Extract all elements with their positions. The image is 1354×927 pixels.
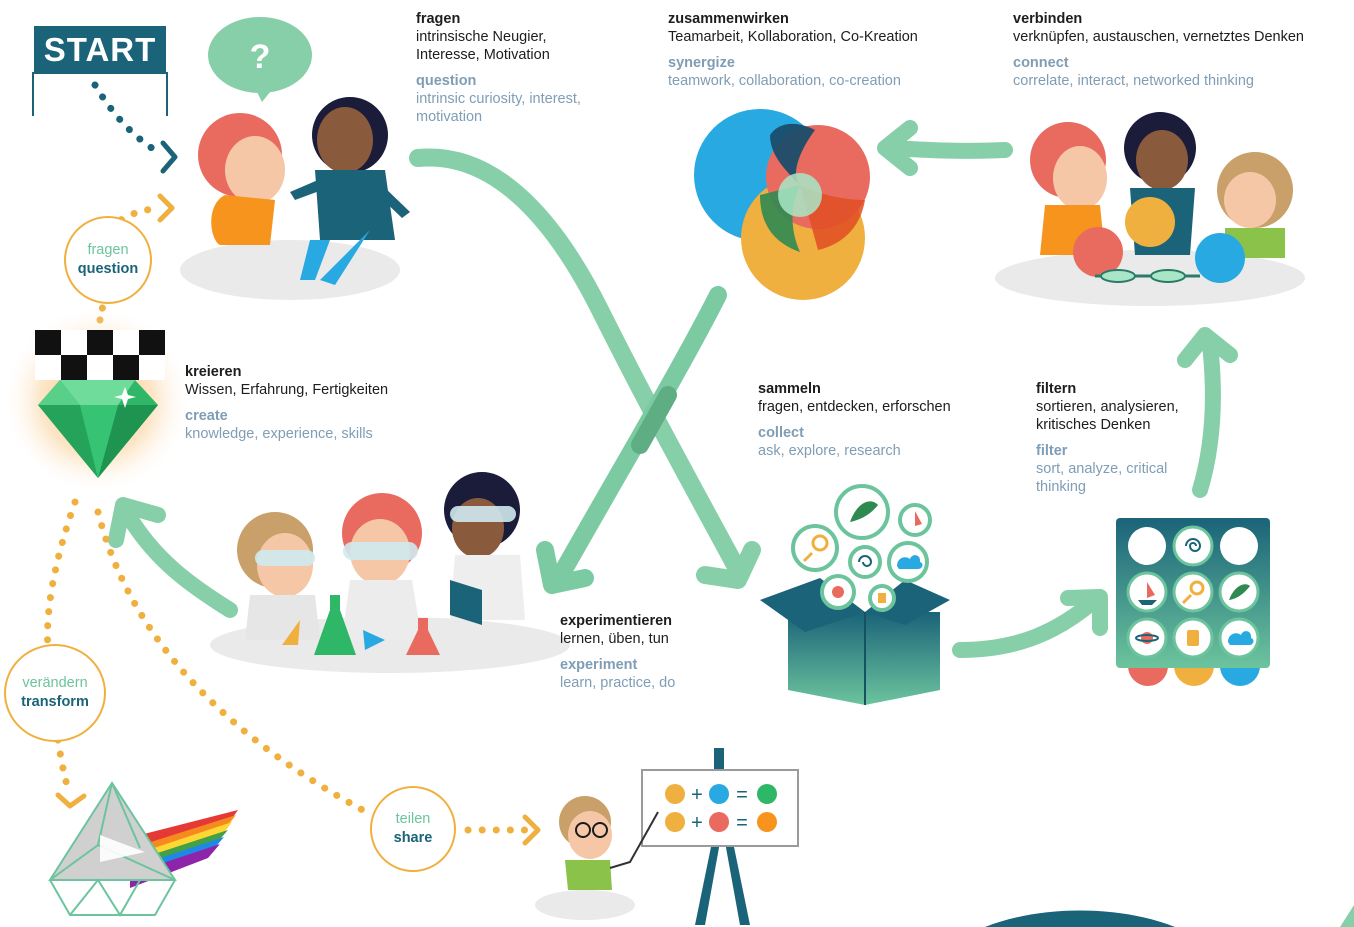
stage-filter-text: filtern sortieren, analysieren, kritisch… bbox=[1036, 380, 1196, 496]
stage-filter-de-title: filtern bbox=[1036, 381, 1077, 397]
gem-icon bbox=[38, 380, 158, 478]
stage-question-en-title: question bbox=[416, 73, 477, 89]
start-flag-frame bbox=[32, 72, 168, 116]
badge-share-de: teilen bbox=[395, 811, 431, 827]
arrow-filter-to-connect bbox=[1192, 337, 1221, 498]
board-plus-1: + bbox=[691, 784, 703, 806]
stage-collect-de-title: sammeln bbox=[758, 381, 821, 397]
checkered-flag-icon bbox=[35, 330, 165, 380]
dotted-gem-to-transform bbox=[44, 498, 79, 654]
arrow-x-crossing bbox=[631, 386, 677, 454]
stage-connect-de-title: verbinden bbox=[1013, 11, 1083, 27]
stage-connect-en-title: connect bbox=[1013, 55, 1069, 71]
stage-experiment-de-desc: lernen, üben, tun bbox=[560, 631, 669, 647]
bottom-teal-semicircle bbox=[985, 910, 1175, 927]
dotted-transform-chevron bbox=[55, 792, 87, 809]
board-equals-1: = bbox=[736, 784, 748, 806]
collect-box-icon bbox=[760, 578, 950, 705]
badge-transform: verändern transform bbox=[4, 644, 106, 742]
ground-question bbox=[180, 240, 400, 300]
stage-experiment-en-title: experiment bbox=[560, 657, 638, 673]
arrow-connect-to-synergize-head bbox=[877, 120, 918, 176]
stage-synergize-text: zusammenwirken Teamarbeit, Kollaboration… bbox=[668, 10, 968, 90]
collect-floating-icons bbox=[791, 484, 932, 612]
dotted-transform-to-prism bbox=[54, 736, 74, 799]
badge-question-en: question bbox=[77, 261, 139, 277]
stage-connect-en-desc: correlate, interact, networked thinking bbox=[1013, 73, 1254, 89]
stage-collect-text: sammeln fragen, entdecken, erforschen co… bbox=[758, 380, 988, 460]
stage-create-en-desc: knowledge, experience, skills bbox=[185, 426, 373, 442]
dotted-start-chevron bbox=[160, 140, 178, 174]
stage-connect-de-desc: verknüpfen, austauschen, vernetztes Denk… bbox=[1013, 29, 1304, 45]
stage-experiment-en-desc: learn, practice, do bbox=[560, 675, 676, 691]
prism-icon bbox=[48, 781, 238, 917]
bottom-right-corner-arrow bbox=[1340, 905, 1354, 927]
arrow-connect-to-synergize bbox=[882, 140, 1013, 159]
child-dark-skin-talking bbox=[290, 97, 410, 285]
board-plus-2: + bbox=[691, 812, 703, 834]
arrow-collect-to-filter bbox=[952, 592, 1103, 658]
badge-transform-de: verändern bbox=[22, 675, 88, 691]
children-experiment-scene bbox=[237, 472, 525, 655]
stage-question-de-title: fragen bbox=[416, 11, 461, 27]
speech-bubble-icon: ? bbox=[208, 17, 312, 102]
stage-experiment-text: experimentieren lernen, üben, tun experi… bbox=[560, 612, 760, 692]
stage-synergize-de-desc: Teamarbeit, Kollaboration, Co-Kreation bbox=[668, 29, 918, 45]
arrow-experiment-to-create bbox=[120, 507, 238, 618]
child-teacher-with-pointer bbox=[559, 796, 659, 890]
stage-synergize-en-title: synergize bbox=[668, 55, 735, 71]
arrow-filter-to-connect-head bbox=[1177, 327, 1238, 368]
start-label: START bbox=[34, 26, 166, 74]
board-equals-2: = bbox=[736, 812, 748, 834]
arrow-synergize-to-experiment-head bbox=[536, 541, 594, 594]
dotted-share-chevron bbox=[522, 814, 541, 846]
stage-question-de-desc: intrinsische Neugier, Interesse, Motivat… bbox=[416, 29, 550, 63]
dotted-start-to-question bbox=[91, 81, 162, 156]
badge-question: fragen question bbox=[64, 216, 152, 304]
stage-collect-en-title: collect bbox=[758, 425, 804, 441]
badge-question-de: fragen bbox=[87, 242, 129, 258]
filter-panel bbox=[1116, 518, 1270, 686]
badge-share: teilen share bbox=[370, 786, 456, 872]
stage-question-text: fragen intrinsische Neugier, Interesse, … bbox=[416, 10, 606, 126]
children-connect-scene bbox=[1030, 112, 1293, 283]
stage-create-de-title: kreieren bbox=[185, 364, 242, 380]
child-girl-thinking bbox=[198, 113, 285, 245]
stage-synergize-en-desc: teamwork, collaboration, co-creation bbox=[668, 73, 901, 89]
arrow-experiment-to-create-head bbox=[108, 497, 166, 548]
bubble-question-mark: ? bbox=[250, 38, 271, 76]
stage-collect-de-desc: fragen, entdecken, erforschen bbox=[758, 399, 951, 415]
stage-experiment-de-title: experimentieren bbox=[560, 613, 673, 629]
stage-filter-en-title: filter bbox=[1036, 443, 1068, 459]
whiteboard-icon: + = + = bbox=[641, 748, 799, 925]
stage-question-en-desc: intrinsic curiosity, interest, motivatio… bbox=[416, 91, 581, 125]
stage-synergize-de-title: zusammenwirken bbox=[668, 11, 789, 27]
stage-filter-de-desc: sortieren, analysieren, kritisches Denke… bbox=[1036, 399, 1179, 433]
stage-create-en-title: create bbox=[185, 408, 228, 424]
dotted-gem-to-share bbox=[94, 508, 376, 819]
venn-diagram-icon bbox=[694, 109, 870, 300]
stage-create-text: kreieren Wissen, Erfahrung, Fertigkeiten… bbox=[185, 363, 425, 443]
dotted-badge-to-question bbox=[106, 204, 164, 232]
stage-filter-en-desc: sort, analyze, critical thinking bbox=[1036, 461, 1168, 495]
arrow-question-to-collect-head bbox=[696, 541, 761, 589]
stage-create-de-desc: Wissen, Erfahrung, Fertigkeiten bbox=[185, 382, 389, 398]
stage-connect-text: verbinden verknüpfen, austauschen, verne… bbox=[1013, 10, 1349, 90]
arrow-collect-to-filter-head bbox=[1060, 589, 1108, 636]
ground-connect bbox=[995, 250, 1305, 306]
badge-transform-en: transform bbox=[21, 694, 89, 710]
dotted-badge-chevron bbox=[157, 193, 175, 223]
ground-share bbox=[535, 890, 635, 920]
arrow-question-to-collect bbox=[409, 148, 744, 574]
stage-collect-en-desc: ask, explore, research bbox=[758, 443, 901, 459]
badge-share-en: share bbox=[393, 830, 433, 846]
